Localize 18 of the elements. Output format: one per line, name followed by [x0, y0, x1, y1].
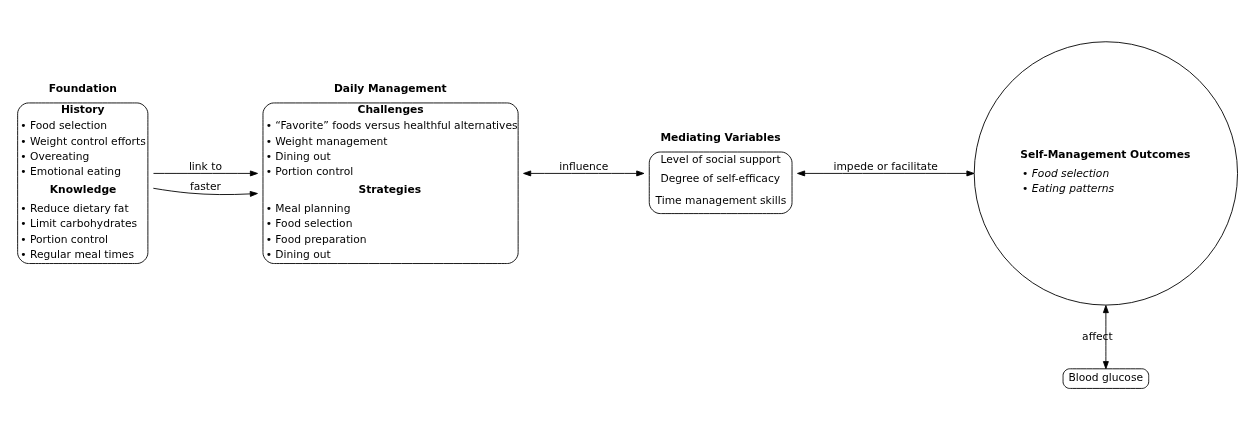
- arrow: [797, 169, 975, 176]
- edge-label: affect: [1082, 329, 1113, 343]
- edge-label: influence: [559, 159, 609, 173]
- node-label: Mediating Variables: [660, 130, 781, 144]
- node-label: Foundation: [48, 81, 117, 95]
- arrow: [1102, 304, 1109, 369]
- edge-label: impede or facilitate: [833, 159, 938, 173]
- edge-label: link to: [188, 159, 222, 173]
- node-circle: Self-Management Outcomes • Food selection • Eating patterns: [973, 40, 1238, 306]
- arrow: [153, 169, 258, 176]
- node-box: Level of social support Degree of self-efficacy Time management skills: [648, 151, 793, 214]
- edge-label: faster: [189, 179, 221, 193]
- node-box: Blood glucose: [1062, 367, 1150, 389]
- node-label: Daily Management: [333, 81, 447, 95]
- node-box: Challenges • “Favorite” foods versus healthful alternatives • Weight management • Dining out • Portion control Strategies • Meal planning • Food selection • Food preparation • Dining out: [262, 102, 519, 264]
- node-box: History • Food selection • Weight control efforts • Overeating • Emotional eating Knowledge • Reduce dietary fat • Limit carbohydrates • Portion control • Regular meal times: [17, 102, 149, 264]
- arrow: [523, 169, 645, 176]
- arrow: [152, 187, 258, 197]
